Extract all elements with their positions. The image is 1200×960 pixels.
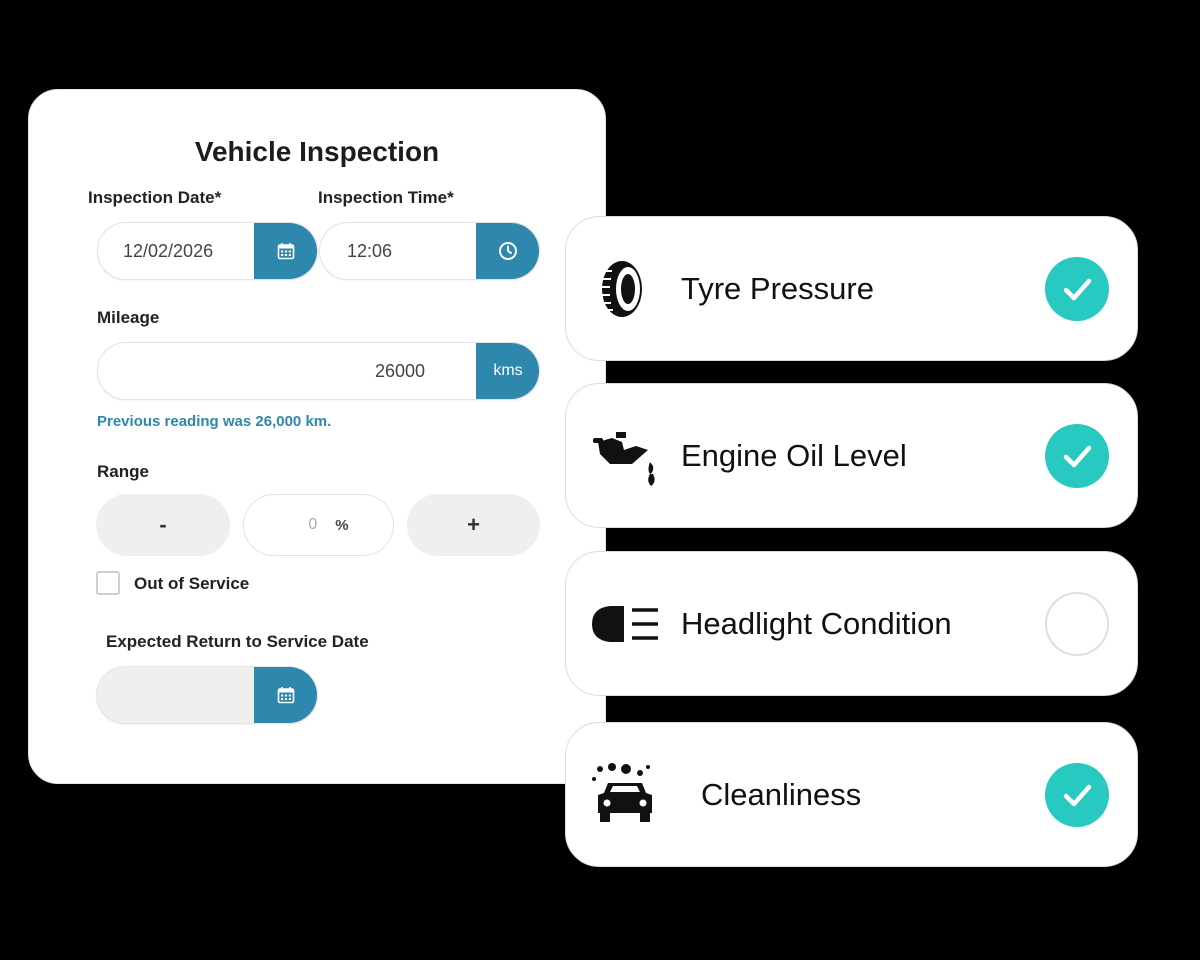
mileage-value[interactable]: 26000 xyxy=(374,360,425,381)
checklist-status-unchecked[interactable] xyxy=(1045,592,1109,656)
mileage-unit: kms xyxy=(476,343,539,399)
checklist-label: Cleanliness xyxy=(701,777,862,812)
mileage-hint: Previous reading was 26,000 km. xyxy=(97,413,332,430)
checklist-item-cleanliness[interactable]: Cleanliness xyxy=(565,722,1138,867)
oil-can-icon xyxy=(593,432,655,486)
checklist-label: Headlight Condition xyxy=(681,606,952,641)
checklist-item-tyre-pressure[interactable]: Tyre Pressure xyxy=(565,216,1138,361)
inspection-time-label: Inspection Time* xyxy=(318,188,454,207)
date-picker-button[interactable] xyxy=(254,223,317,279)
range-input[interactable]: 0 % xyxy=(243,494,394,556)
inspection-time-value[interactable]: 12:06 xyxy=(347,240,393,261)
out-of-service-checkbox[interactable] xyxy=(96,571,120,595)
checklist-label: Tyre Pressure xyxy=(681,271,874,306)
return-date-picker-button[interactable] xyxy=(254,667,317,723)
checklist-status-checked[interactable] xyxy=(1045,763,1109,827)
checkmark-icon xyxy=(1063,445,1092,468)
range-value[interactable]: 0 xyxy=(308,516,318,533)
checklist-status-checked[interactable] xyxy=(1045,424,1109,488)
calendar-icon xyxy=(277,243,295,260)
range-unit: % xyxy=(335,516,349,534)
range-decrement-button[interactable]: - xyxy=(96,494,230,556)
inspection-form-card: Vehicle Inspection Inspection Date* Insp… xyxy=(28,89,606,784)
checklist-status-checked[interactable] xyxy=(1045,257,1109,321)
tyre-icon xyxy=(602,261,642,317)
checkmark-icon xyxy=(1063,278,1092,301)
return-date-field[interactable] xyxy=(96,666,318,724)
checklist-item-headlight-condition[interactable]: Headlight Condition xyxy=(565,551,1138,696)
checkmark-icon xyxy=(1063,784,1092,807)
return-date-label: Expected Return to Service Date xyxy=(106,632,369,651)
inspection-date-field[interactable]: 12/02/2026 xyxy=(97,222,318,280)
mileage-label: Mileage xyxy=(97,308,160,327)
time-picker-button[interactable] xyxy=(476,223,539,279)
clock-icon xyxy=(499,242,517,260)
mileage-field[interactable]: 26000 kms xyxy=(97,342,540,400)
headlight-icon xyxy=(592,606,658,642)
range-label: Range xyxy=(97,462,149,481)
form-title: Vehicle Inspection xyxy=(194,136,440,167)
inspection-date-label: Inspection Date* xyxy=(88,188,222,207)
car-wash-icon xyxy=(592,763,652,822)
inspection-time-field[interactable]: 12:06 xyxy=(319,222,540,280)
checklist-label: Engine Oil Level xyxy=(681,438,907,473)
checklist-item-engine-oil-level[interactable]: Engine Oil Level xyxy=(565,383,1138,528)
out-of-service-label: Out of Service xyxy=(134,574,250,593)
inspection-date-value[interactable]: 12/02/2026 xyxy=(123,240,214,261)
range-increment-button[interactable]: + xyxy=(407,494,540,556)
calendar-icon xyxy=(277,687,295,704)
